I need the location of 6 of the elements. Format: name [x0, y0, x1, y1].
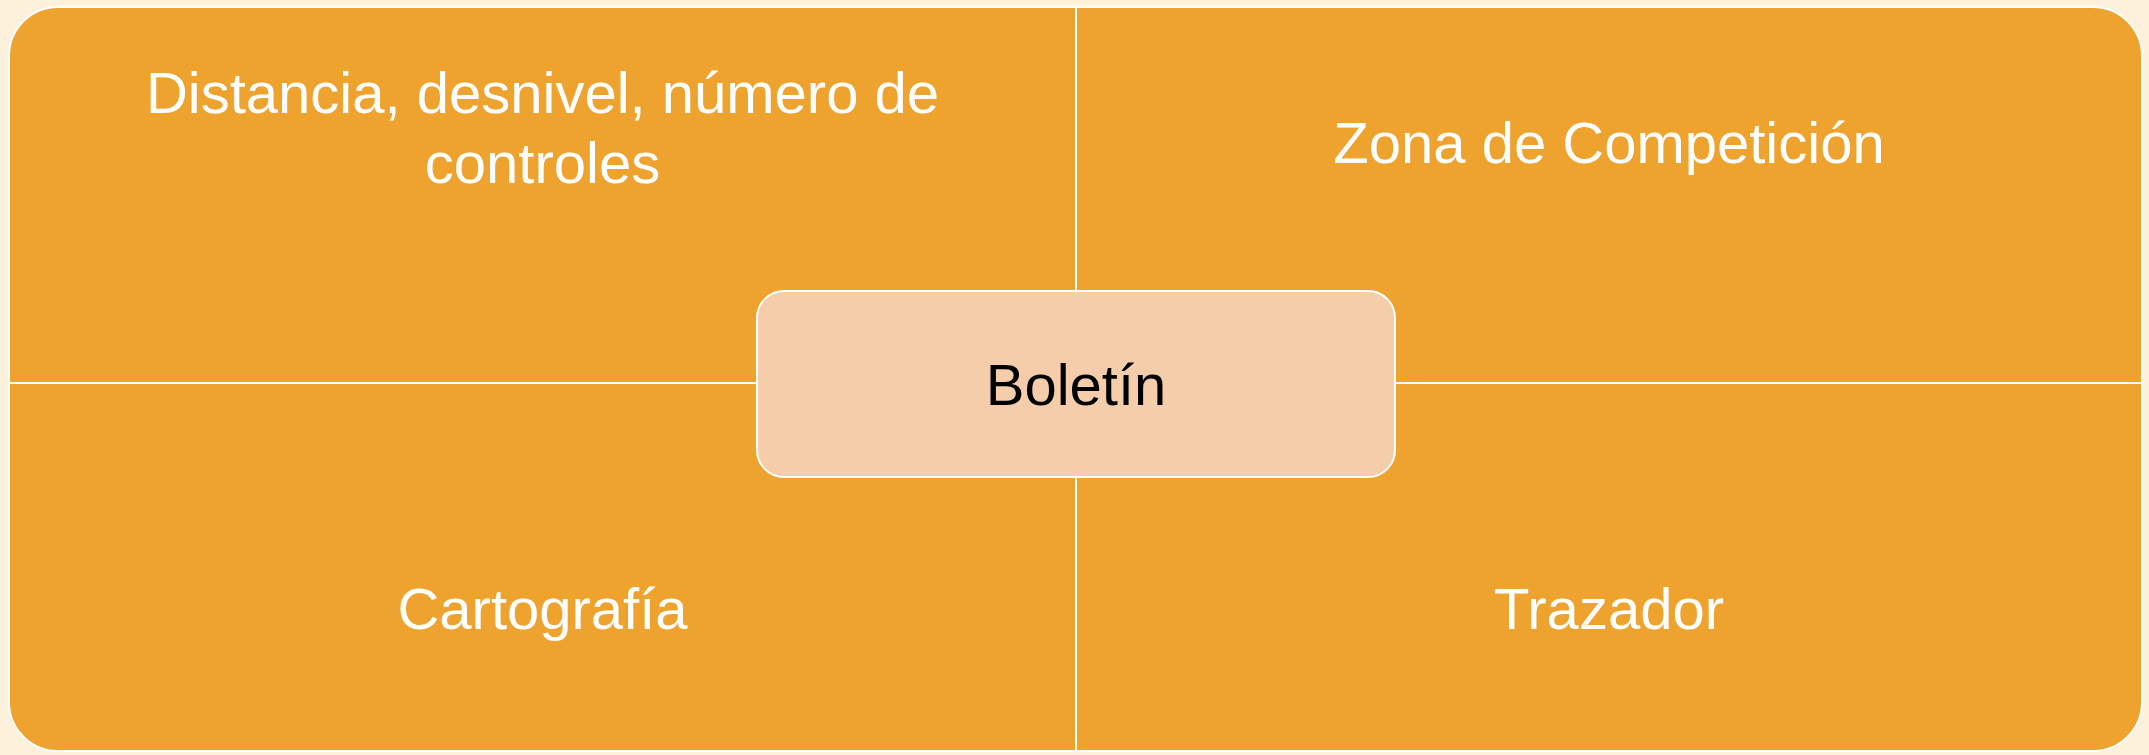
center-box [756, 290, 1396, 478]
quadrant-title: Cartografía [397, 575, 688, 643]
quadrant-title: Distancia, desnivel, número de controles [144, 59, 941, 197]
quadrant-title: Trazador [1494, 575, 1724, 643]
quadrant-title: Zona de Competición [1333, 109, 1885, 177]
center-label: Boletín [985, 350, 1167, 418]
